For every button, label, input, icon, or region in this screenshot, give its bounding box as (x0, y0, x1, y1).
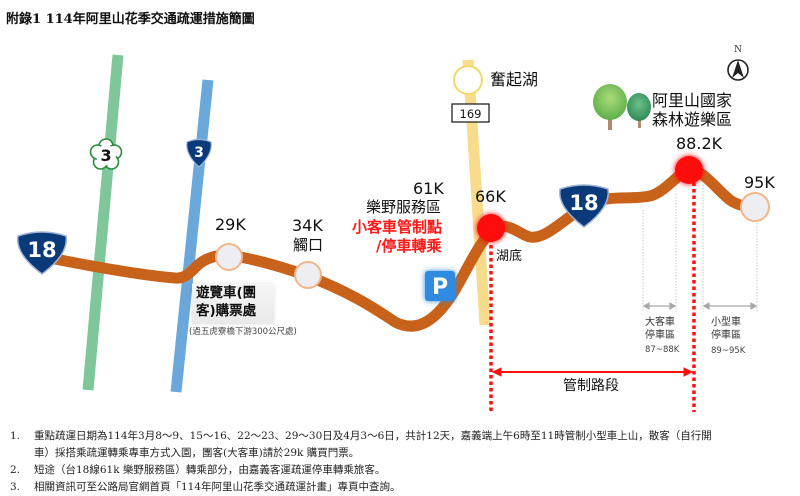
freeway-3-shield: 3 (89, 138, 123, 170)
hudi-label: 湖底 (496, 249, 523, 264)
prov-3-line (170, 79, 214, 393)
control-point-88k (675, 156, 703, 184)
note-item-2: 2. 短途（台18線61k 樂野服務區）轉乘部分，由嘉義客運疏運停車轉乘旅客。 (10, 464, 386, 476)
route-map: P 169 3 3 18 18 N (16, 45, 770, 412)
km-95k-label: 95K (744, 173, 775, 192)
prov-18-shield-right: 18 (558, 184, 610, 228)
fenqihu-label: 奮起湖 (490, 70, 539, 89)
parking-icon (425, 271, 455, 301)
km-66k-label: 66K (475, 187, 506, 206)
car-parking-label-2: 停車區 (711, 330, 741, 341)
svg-text:169: 169 (460, 107, 482, 121)
tree-icon (593, 84, 651, 130)
station-fenqihu (453, 65, 483, 95)
ticket-label-2: 客)購票處 (196, 303, 257, 319)
control-point-66k (477, 214, 505, 242)
km-29k-label: 29K (215, 215, 246, 234)
station-29k (215, 243, 243, 271)
note-item-3: 3. 相關資訊可至公路局官網首頁「114年阿里山花季交通疏運計畫」專頁中查詢。 (10, 481, 401, 493)
control-point-label-2: /停車轉乘 (376, 237, 442, 255)
svg-text:P: P (432, 275, 448, 300)
km-34k-label: 34K (292, 216, 323, 235)
leye-service-area-label: 樂野服務區 (366, 198, 442, 216)
svg-text:18: 18 (27, 238, 56, 262)
svg-text:N: N (734, 45, 742, 55)
ticket-label-1: 遊覽車(團 (196, 285, 257, 301)
prov-3-shield: 3 (186, 138, 212, 168)
ticket-office-box (192, 284, 274, 324)
bus-parking-label-2: 停車區 (645, 330, 675, 341)
road-18-path (44, 164, 761, 332)
station-95k (740, 192, 770, 222)
bus-parking-range: 87~88K (645, 345, 680, 355)
ticket-note: (過五虎寮橋下游300公尺處) (189, 327, 297, 337)
svg-text:3: 3 (194, 145, 204, 161)
compass-icon (727, 59, 749, 81)
station-34k (294, 261, 322, 289)
km-88k-label: 88.2K (676, 134, 723, 153)
bus-parking-label-1: 大客車 (645, 317, 675, 328)
control-section-label: 管制路段 (563, 378, 619, 394)
car-parking-label-1: 小型車 (711, 317, 741, 328)
control-section-arrow (491, 367, 694, 377)
notes-list: 1. 重點疏運日期為114年3月8～9、15～16、22～23、29～30日及4… (10, 428, 795, 496)
prov-18-shield-left: 18 (16, 231, 68, 275)
alishan-label-1: 阿里山國家 (652, 91, 733, 110)
svg-text:3: 3 (100, 146, 111, 165)
note-item-1-cont: 車）採搭乘疏運轉乘專車方式入園，團客(大客車)請於29k 購買門票。 (34, 447, 360, 459)
parking-guide-lines (642, 185, 758, 312)
car-parking-range: 89~95K (711, 346, 746, 356)
county-169-sign (451, 103, 490, 123)
km-61k-label: 61K (413, 179, 444, 198)
freeway-3-line (82, 54, 124, 391)
note-item-1: 1. 重點疏運日期為114年3月8～9、15～16、22～23、29～30日及4… (10, 430, 712, 442)
chukou-label: 觸口 (293, 236, 324, 254)
control-point-label-1: 小客車管制點 (352, 218, 443, 236)
parking-range-arrows (642, 301, 758, 311)
alishan-label-2: 森林遊樂區 (652, 110, 733, 129)
svg-text:18: 18 (569, 191, 598, 215)
page-title: 附錄1 114年阿里山花季交通疏運措施簡圖 (6, 12, 255, 27)
